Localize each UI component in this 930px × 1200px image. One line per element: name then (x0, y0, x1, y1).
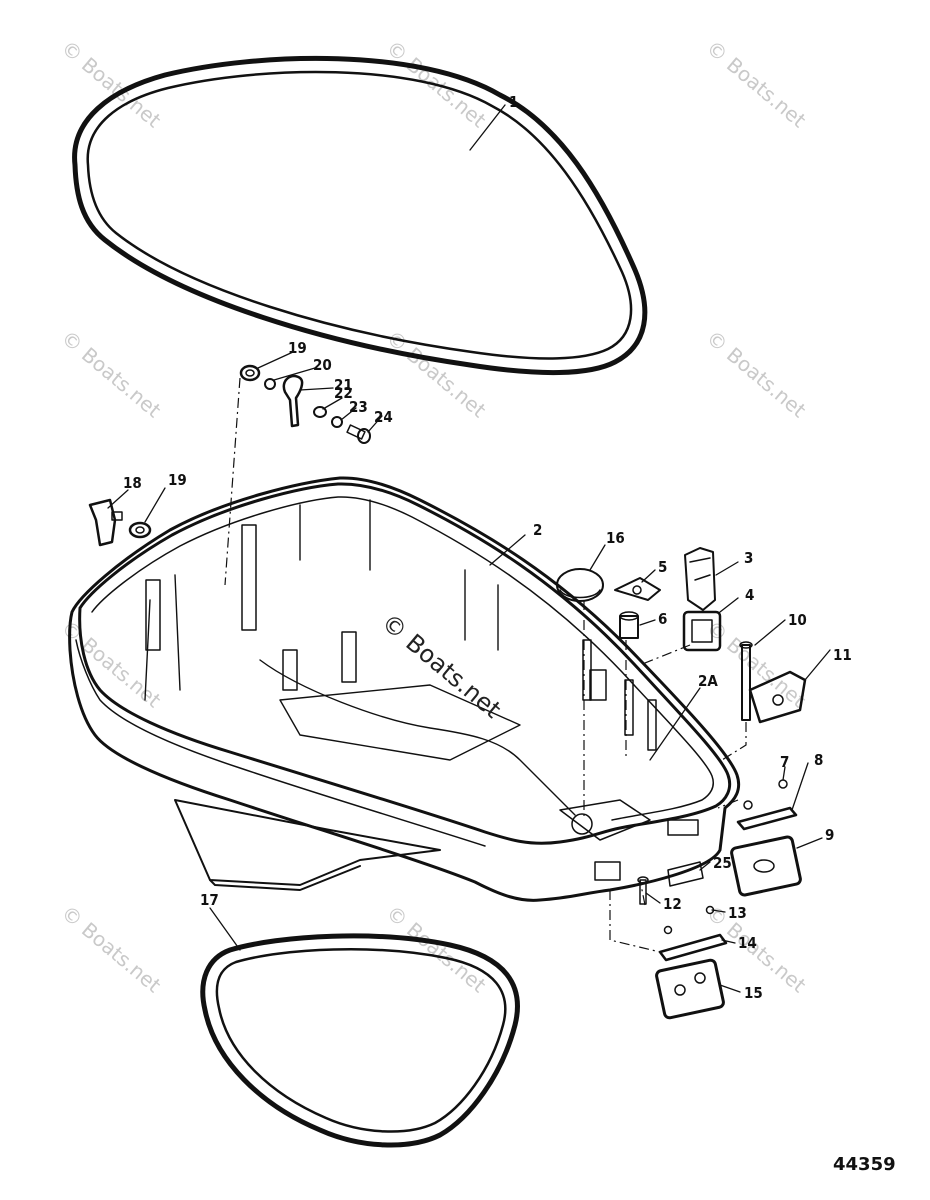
callout-2a: 2A (698, 672, 718, 690)
callout-24: 24 (374, 408, 393, 426)
sleeve-part-6 (619, 611, 639, 639)
clip-part-3 (684, 547, 716, 611)
decal-part-25 (667, 861, 704, 887)
callout-4: 4 (745, 586, 754, 604)
leader-lines (107, 104, 831, 993)
callout-5: 5 (658, 558, 667, 576)
watermark-layer: © Boats.net © Boats.net © Boats.net © Bo… (57, 35, 811, 997)
callout-7: 7 (780, 753, 789, 771)
watermark-text: © Boats.net (57, 615, 166, 712)
callout-25: 25 (713, 854, 732, 872)
watermark-text: © Boats.net (57, 35, 166, 132)
watermark-text: © Boats.net (57, 325, 166, 422)
callout-18: 18 (123, 474, 142, 492)
nut-part-19-upper (239, 364, 261, 382)
callout-2: 2 (533, 521, 542, 539)
callout-19-lower: 19 (168, 471, 187, 489)
callout-1: 1 (509, 93, 518, 111)
side-slot (589, 669, 607, 701)
callout-15: 15 (744, 984, 763, 1002)
watermark-text: © Boats.net (702, 35, 811, 132)
screw-part-10 (739, 641, 753, 721)
hook-part-21 (282, 374, 304, 428)
screw-part-7 (743, 779, 788, 810)
callout-17: 17 (200, 891, 219, 909)
callout-6: 6 (658, 610, 667, 628)
diagram-reference-number: 44359 (833, 1154, 896, 1175)
cover-part-15 (655, 958, 725, 1020)
mounting-post (647, 699, 657, 751)
bottom-cowl-part-2 (68, 476, 741, 902)
callout-23: 23 (349, 398, 368, 416)
plate-part-8 (736, 806, 798, 831)
plate-part-14 (658, 933, 728, 962)
bracket-part-5 (614, 577, 661, 601)
callout-13: 13 (728, 904, 747, 922)
grommet-part-4 (682, 610, 722, 652)
latch-part-18 (88, 498, 123, 547)
front-slot (667, 819, 699, 836)
watermark-text: © Boats.net (702, 615, 811, 712)
callout-20: 20 (313, 356, 332, 374)
callout-14: 14 (738, 934, 757, 952)
watermark-text: © Boats.net (382, 900, 491, 997)
plug-part-16 (556, 568, 604, 602)
bolt-part-24 (346, 424, 371, 444)
watermark-text: © Boats.net (702, 325, 811, 422)
plate-part-11 (748, 670, 807, 724)
callout-9: 9 (825, 826, 834, 844)
callout-16: 16 (606, 529, 625, 547)
mounting-post (282, 649, 298, 691)
washer-part-20 (264, 378, 276, 390)
mounting-post (241, 524, 257, 631)
washer-part-23 (331, 416, 343, 428)
watermark-text: © Boats.net (57, 900, 166, 997)
mounting-post (341, 631, 357, 683)
callout-12: 12 (663, 895, 682, 913)
latch-hole (571, 813, 593, 835)
assembly-lines (224, 377, 747, 953)
callout-11: 11 (833, 646, 852, 664)
front-slot (594, 861, 621, 881)
seal-part-17 (200, 933, 520, 1148)
callout-labels: 1 2 2A 3 4 5 6 7 8 9 10 11 12 13 14 15 1… (123, 93, 852, 1002)
callout-10: 10 (788, 611, 807, 629)
callout-8: 8 (814, 751, 823, 769)
mounting-post (624, 679, 634, 736)
callout-3: 3 (744, 549, 753, 567)
screw-part-12 (637, 876, 649, 905)
center-watermark: © Boats.net (376, 608, 506, 724)
mounting-post (145, 579, 161, 651)
seal-part-1 (72, 55, 648, 376)
callout-22: 22 (334, 384, 353, 402)
cover-part-9 (730, 835, 802, 897)
callout-21: 21 (334, 376, 353, 394)
washer-part-22 (313, 406, 327, 418)
callout-19-upper: 19 (288, 339, 307, 357)
nut-part-19-lower (128, 521, 152, 539)
